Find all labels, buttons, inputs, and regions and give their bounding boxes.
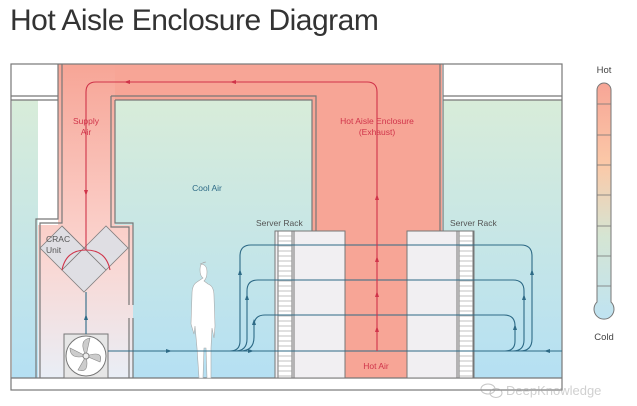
server-rack-right-label: Server Rack	[450, 218, 498, 228]
crac-unit-label-2: Unit	[46, 245, 62, 255]
server-rack-left	[274, 230, 346, 379]
supply-air-label-2: Air	[81, 127, 92, 137]
legend-hot-label: Hot	[597, 65, 612, 76]
server-rack-left-label: Server Rack	[256, 218, 304, 228]
crac-unit-label: CRAC	[46, 234, 70, 244]
hot-air-label: Hot Air	[363, 361, 389, 371]
legend-cold-label: Cold	[594, 332, 614, 343]
person-silhouette	[190, 261, 216, 379]
server-rack-right	[406, 230, 475, 379]
watermark-text: DeepKnowledge	[506, 383, 601, 398]
cold-airflow	[85, 244, 562, 352]
hot-aisle-label: Hot Aisle Enclosure	[340, 116, 414, 126]
crac-coil	[39, 225, 129, 293]
exhaust-label: (Exhaust)	[359, 127, 396, 137]
diagram-title: Hot Aisle Enclosure Diagram	[10, 4, 379, 37]
fan-icon	[63, 333, 109, 379]
cool-air-label: Cool Air	[192, 183, 222, 193]
watermark: DeepKnowledge	[480, 383, 601, 398]
temperature-legend: Hot Cold	[593, 65, 615, 343]
cool-zone-left	[12, 100, 38, 378]
supply-air-label: Supply	[73, 116, 100, 126]
